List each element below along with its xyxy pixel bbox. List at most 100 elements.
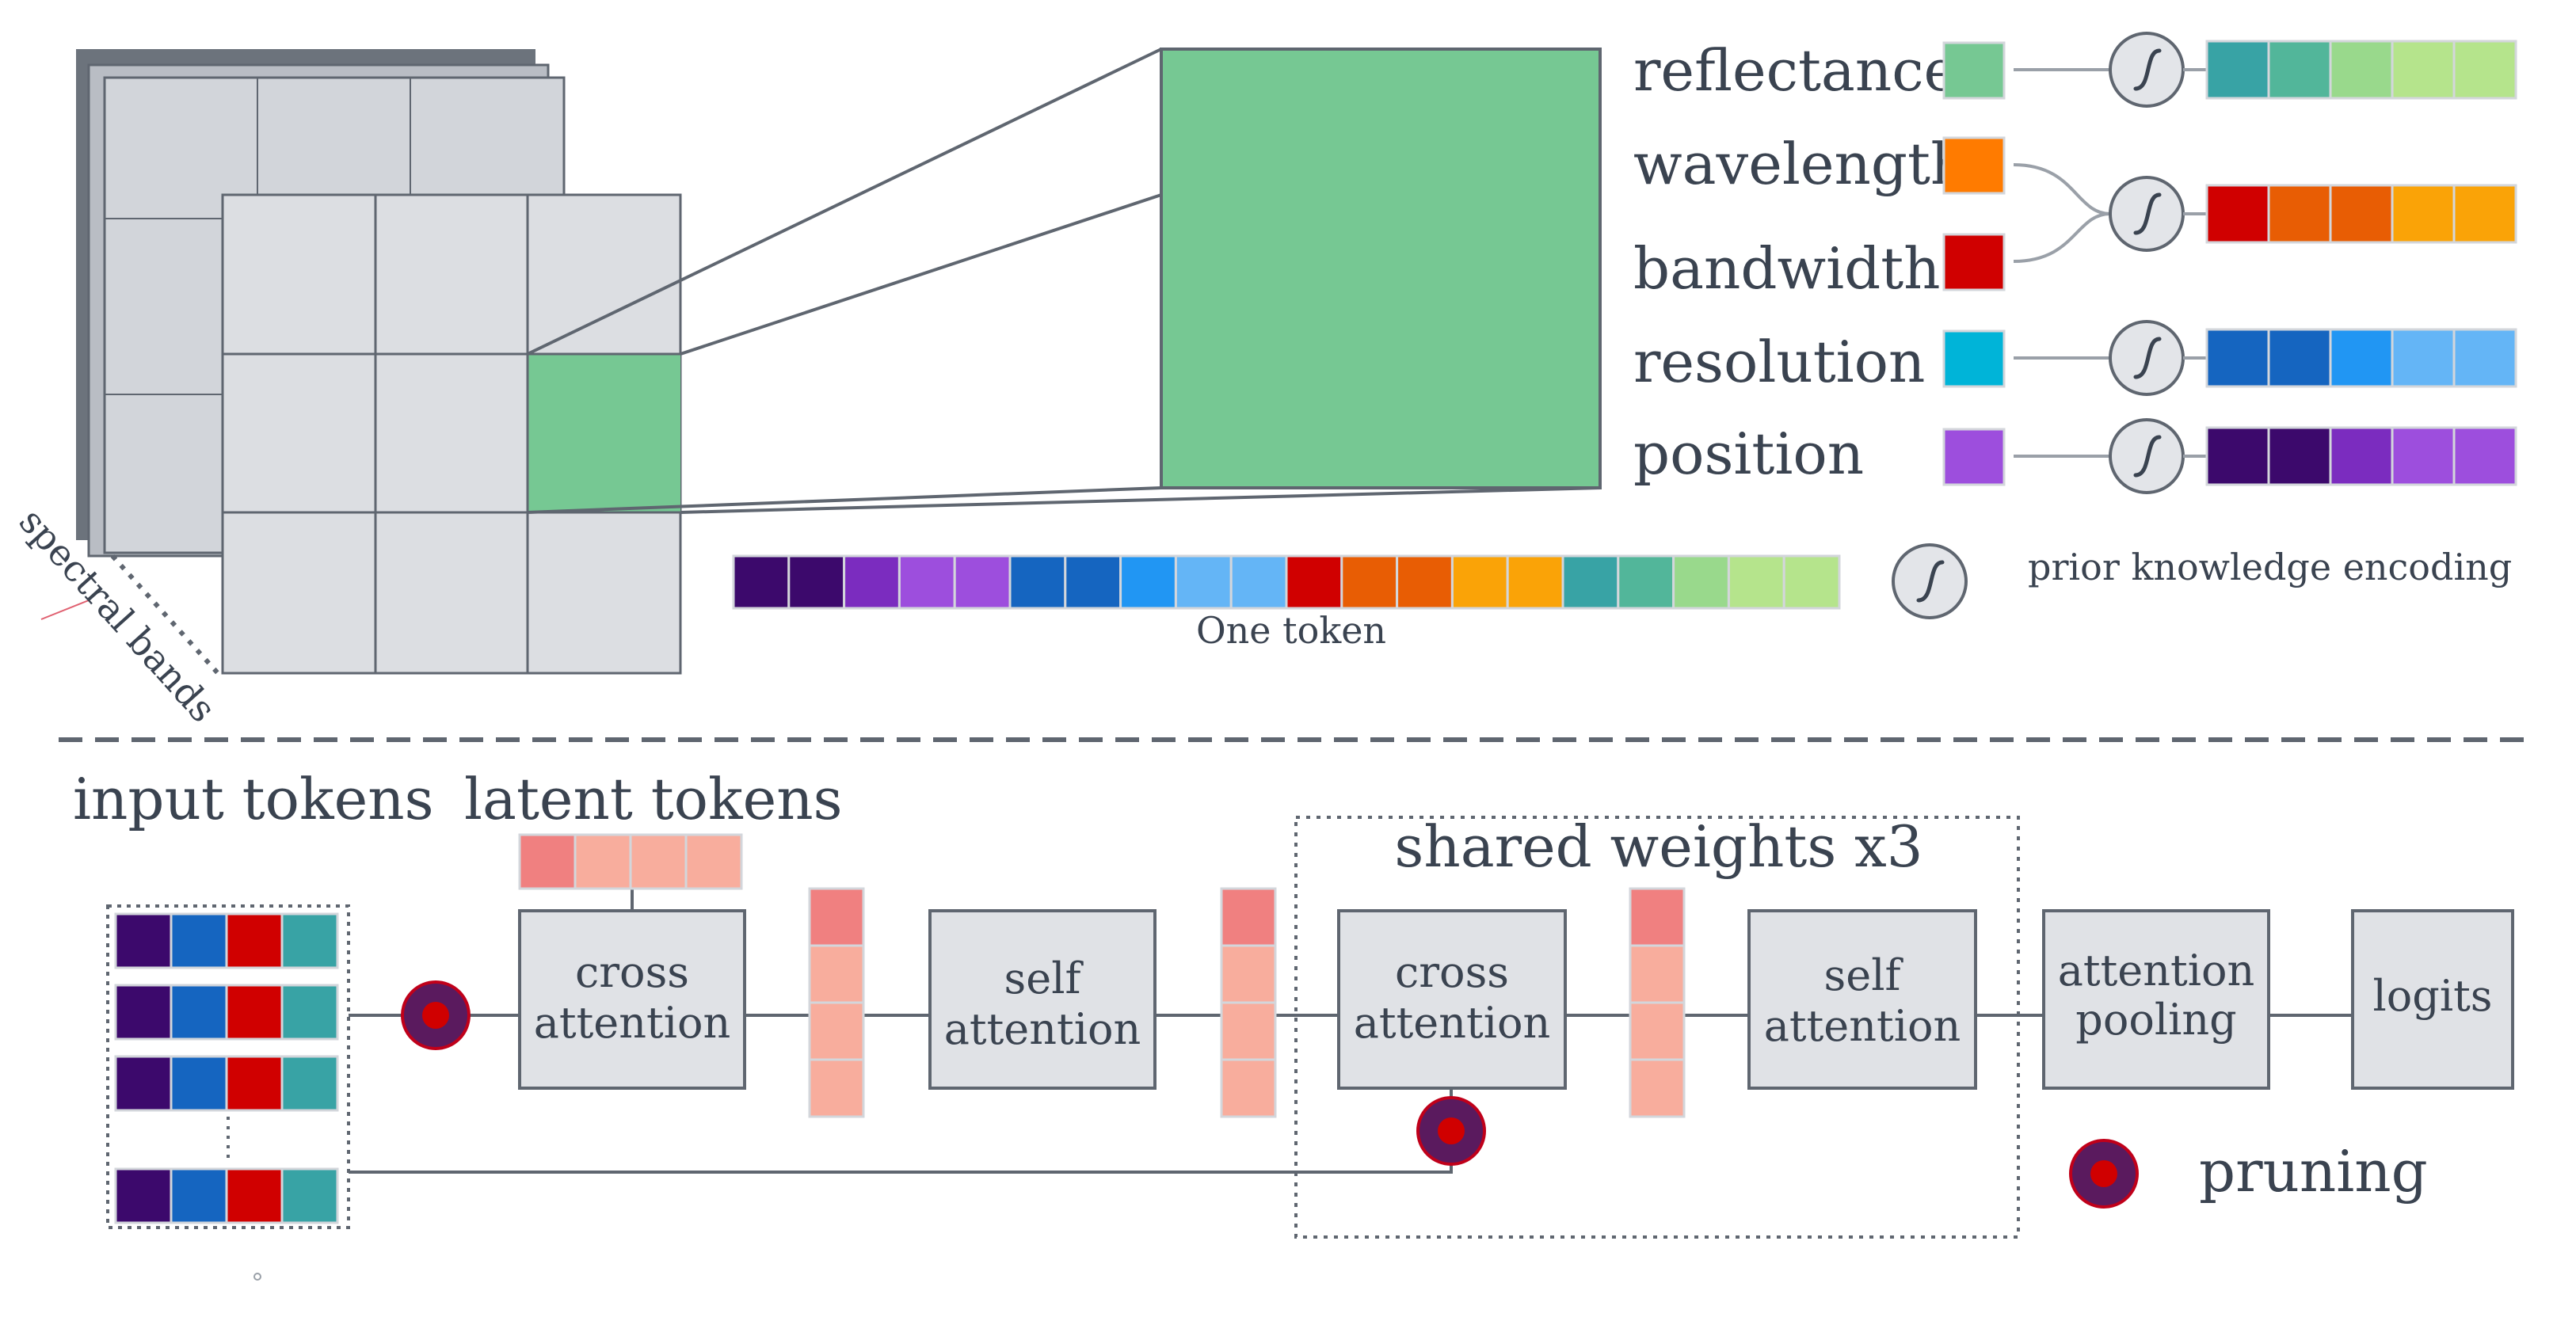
- pool-line1: attention: [2058, 946, 2255, 995]
- pruning-legend-icon: [2069, 1139, 2139, 1209]
- encoding-cell: [2452, 328, 2517, 388]
- latent-token-cell: [1220, 1001, 1277, 1061]
- token-cell: [1672, 554, 1730, 610]
- token-cell: [1782, 554, 1841, 610]
- one-token-label: One token: [1196, 609, 1386, 652]
- latent-token-cell: [808, 944, 865, 1004]
- integral-sigmoid-icon: [2110, 177, 2183, 250]
- token-cell: [1396, 554, 1454, 610]
- input-token-cell: [114, 984, 173, 1041]
- token-cell: [953, 554, 1012, 610]
- self2-line1: self: [1824, 950, 1904, 1000]
- attr-swatch: [1942, 329, 2006, 388]
- latent-token-cell: [1629, 1058, 1686, 1118]
- encoding-cell: [2391, 184, 2456, 244]
- self1-line1: self: [1004, 954, 1084, 1003]
- latent-token-cell: [1220, 1058, 1277, 1118]
- spectral-cube: spectral bands: [11, 49, 682, 730]
- latent-token-cell: [629, 833, 688, 890]
- attr-label-reflectance: reflectance: [1633, 37, 1957, 104]
- encoding-cell: [2267, 426, 2332, 486]
- logits-block: logits: [2351, 909, 2514, 1090]
- token-cell: [1008, 554, 1067, 610]
- attention-pooling-block: attention pooling: [2042, 909, 2270, 1090]
- encoding-cell: [2391, 328, 2456, 388]
- latent-token-cell: [1629, 944, 1686, 1004]
- one-token-strip: [732, 554, 1841, 610]
- token-cell: [787, 554, 846, 610]
- input-token-rows: [114, 912, 339, 1224]
- integral-sigmoid-icon: [1893, 545, 1966, 618]
- encoding-cell: [2329, 40, 2394, 100]
- latent-token-cell: [1629, 887, 1686, 947]
- zoomed-pixel: [1160, 48, 1602, 489]
- latent-token-columns: [808, 887, 1686, 1118]
- attr-label-bandwidth: bandwidth: [1633, 235, 1941, 302]
- input-tokens-group: [106, 904, 350, 1229]
- input-token-cell: [280, 1055, 339, 1112]
- arrow: [2013, 212, 2111, 263]
- token-cell: [1064, 554, 1122, 610]
- input-token-cell: [225, 912, 284, 969]
- attribute-rows: reflectance wavelength bandwidth resolut…: [1633, 33, 2517, 493]
- input-token-cell: [114, 1055, 173, 1112]
- encoding-cell: [2329, 426, 2394, 486]
- input-token-cell: [170, 984, 228, 1041]
- attr-label-resolution: resolution: [1633, 329, 1925, 395]
- input-token-cell: [225, 1055, 284, 1112]
- shared-weights-box: [1294, 816, 2020, 1239]
- latent-tokens-label: latent tokens: [464, 766, 843, 832]
- input-token-cell: [170, 1055, 228, 1112]
- latent-token-cell: [808, 1001, 865, 1061]
- front-grid: [221, 193, 682, 675]
- token-cell: [1617, 554, 1675, 610]
- attr-label-wavelength: wavelength: [1633, 131, 1967, 197]
- cross1-line1: cross: [575, 947, 689, 997]
- legend-encoding-label: prior knowledge encoding: [2028, 546, 2512, 588]
- cross2-line1: cross: [1395, 947, 1509, 997]
- input-token-cell: [170, 912, 228, 969]
- token-cell: [1285, 554, 1343, 610]
- input-token-cell: [225, 984, 284, 1041]
- pruning-marker-icon: [401, 980, 471, 1050]
- latent-tokens-row: [518, 833, 743, 890]
- token-cell: [1119, 554, 1177, 610]
- input-token-cell: [280, 912, 339, 969]
- latent-token-cell: [1629, 1001, 1686, 1061]
- encoding-cell: [2391, 426, 2456, 486]
- pruning-label: pruning: [2199, 1138, 2428, 1205]
- latent-token-cell: [1220, 887, 1277, 947]
- latent-token-cell: [684, 833, 743, 890]
- latent-token-cell: [574, 833, 632, 890]
- encoding-cell: [2205, 426, 2270, 486]
- encoding-cell: [2452, 40, 2517, 100]
- cross2-line2: attention: [1354, 998, 1551, 1048]
- encoding-cell: [2205, 184, 2270, 244]
- attr-swatch: [1942, 428, 2006, 486]
- encoding-cell: [2452, 426, 2517, 486]
- cross1-line2: attention: [534, 998, 731, 1048]
- input-token-cell: [225, 1167, 284, 1224]
- encoding-cell: [2329, 328, 2394, 388]
- encoding-cell: [2205, 40, 2270, 100]
- input-tokens-label: input tokens: [73, 766, 434, 832]
- latent-token-cell: [808, 887, 865, 947]
- input-token-cell: [280, 1167, 339, 1224]
- axis-tick: [40, 600, 90, 620]
- encoding-cell: [2205, 328, 2270, 388]
- integral-sigmoid-icon: [2110, 420, 2183, 493]
- input-token-cell: [114, 1167, 173, 1224]
- encoding-cell: [2267, 328, 2332, 388]
- self-attention-block-2: self attention: [1747, 909, 1977, 1090]
- integral-sigmoid-icon: [2110, 322, 2183, 394]
- latent-token-cell: [808, 1058, 865, 1118]
- latent-token-cell: [1220, 944, 1277, 1004]
- encoding-cell: [2329, 184, 2394, 244]
- attr-label-position: position: [1633, 421, 1864, 487]
- attr-swatch: [1942, 41, 2006, 100]
- spectral-axis: [110, 554, 220, 676]
- stray-dot: [253, 1273, 261, 1281]
- attr-swatch: [1942, 136, 2006, 195]
- latent-token-cell: [518, 833, 577, 890]
